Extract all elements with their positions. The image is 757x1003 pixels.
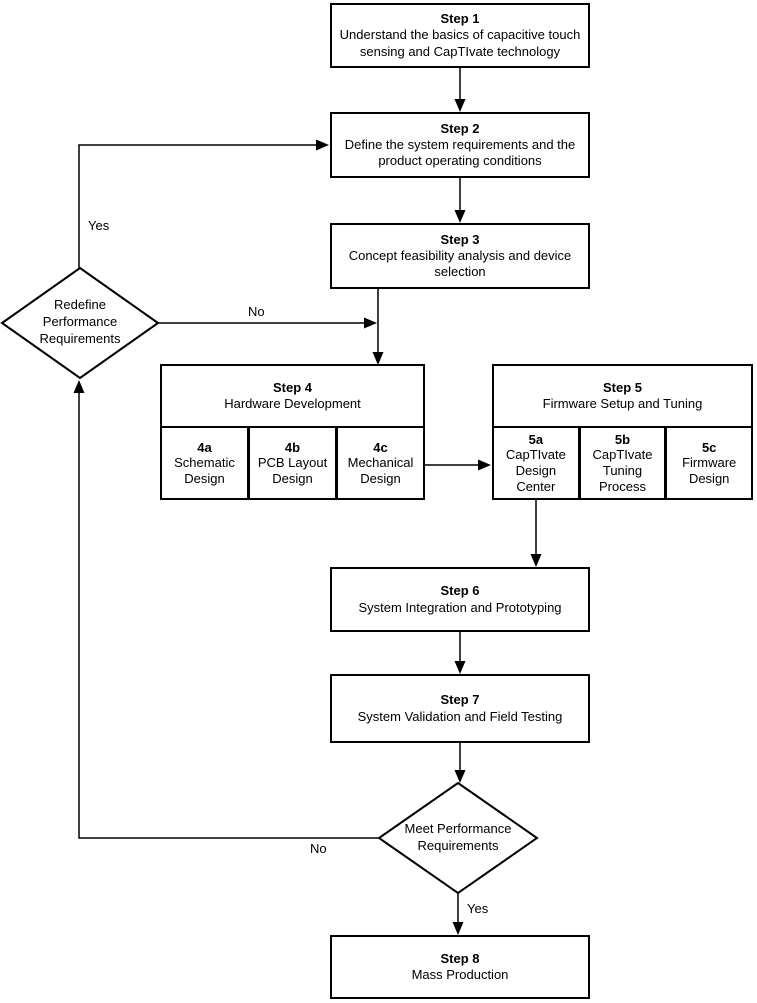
- edge-label-redefine-no: No: [248, 304, 265, 319]
- substep-4c: 4c Mechanical Design: [335, 428, 423, 498]
- step6-body: System Integration and Prototyping: [358, 599, 562, 615]
- step4-title: Step 4: [272, 379, 312, 395]
- edge-redefine-yes: [78, 139, 329, 268]
- edge-label-redefine-yes: Yes: [88, 218, 110, 233]
- step5-substeps: 5a CapTIvate Design Center 5b CapTIvate …: [494, 428, 751, 498]
- edge-step6-step7: [454, 632, 466, 674]
- step8-box: Step 8 Mass Production: [330, 935, 590, 999]
- arrowhead: [452, 922, 464, 935]
- substep-4c-label: Mechanical Design: [347, 455, 414, 486]
- step8-body: Mass Production: [411, 967, 509, 982]
- step7-title: Step 7: [440, 692, 480, 708]
- arrowhead: [364, 317, 377, 329]
- step6-title: Step 6: [440, 583, 480, 599]
- edge-step5-step6: [530, 500, 542, 567]
- substep-5a-label: CapTIvate Design Center: [505, 447, 566, 494]
- step1-body: Understand the basics of capacitive touc…: [339, 27, 581, 59]
- substep-4c-id: 4c: [373, 439, 388, 455]
- edge-meet-yes: [452, 893, 464, 935]
- decision-meet-shape: [377, 781, 539, 895]
- substep-5c: 5c Firmware Design: [664, 428, 751, 498]
- decision-redefine-label: Redefine Performance Requirements: [39, 297, 121, 346]
- edge-redefine-no: [158, 317, 377, 329]
- substep-5c-id: 5c: [701, 439, 717, 455]
- edge-label-meet-no: No: [310, 841, 327, 856]
- step2-box: Step 2 Define the system requirements an…: [330, 112, 590, 178]
- substep-5a-id: 5a: [528, 431, 544, 447]
- arrowhead: [73, 380, 85, 393]
- step4-body: Hardware Development: [224, 396, 361, 411]
- substep-4b-id: 4b: [284, 439, 301, 455]
- substep-4a: 4a Schematic Design: [162, 428, 247, 498]
- edge-step2-step3: [454, 178, 466, 223]
- substep-5a: 5a CapTIvate Design Center: [494, 428, 578, 498]
- arrowhead: [316, 139, 329, 151]
- edge-step3-step4: [372, 289, 384, 365]
- step5-title: Step 5: [602, 379, 642, 395]
- arrowhead: [454, 661, 466, 674]
- step3-title: Step 3: [440, 231, 480, 247]
- step3-body: Concept feasibility analysis and device …: [348, 247, 572, 280]
- substep-5b: 5b CapTIvate Tuning Process: [577, 428, 665, 498]
- step4-box: Step 4 Hardware Development 4a Schematic…: [160, 364, 425, 500]
- step6-box: Step 6 System Integration and Prototypin…: [330, 567, 590, 632]
- step7-box: Step 7 System Validation and Field Testi…: [330, 674, 590, 743]
- step5-header: Step 5 Firmware Setup and Tuning: [494, 366, 751, 428]
- step2-title: Step 2: [440, 120, 480, 136]
- step3-box: Step 3 Concept feasibility analysis and …: [330, 223, 590, 289]
- arrowhead: [454, 210, 466, 223]
- step4-header: Step 4 Hardware Development: [162, 366, 423, 428]
- decision-redefine-shape: [0, 266, 160, 380]
- substep-5b-label: CapTIvate Tuning Process: [592, 447, 653, 494]
- step5-box: Step 5 Firmware Setup and Tuning 5a CapT…: [492, 364, 753, 500]
- decision-meet-label: Meet Performance Requirements: [404, 821, 512, 853]
- step5-body: Firmware Setup and Tuning: [542, 396, 703, 411]
- step1-title: Step 1: [440, 11, 480, 27]
- edge-step7-meet: [454, 743, 466, 783]
- arrowhead: [530, 554, 542, 567]
- substep-4b-label: PCB Layout Design: [257, 455, 328, 486]
- step4-substeps: 4a Schematic Design 4b PCB Layout Design…: [162, 428, 423, 498]
- step7-body: System Validation and Field Testing: [357, 708, 563, 724]
- substep-5b-id: 5b: [614, 431, 631, 447]
- arrowhead: [454, 99, 466, 112]
- arrowhead: [478, 459, 491, 471]
- substep-5c-label: Firmware Design: [682, 455, 737, 486]
- edge-step1-step2: [454, 68, 466, 112]
- arrowhead: [372, 352, 384, 365]
- substep-4a-label: Schematic Design: [174, 455, 235, 486]
- step8-title: Step 8: [440, 950, 480, 966]
- edge-meet-no: [73, 380, 379, 839]
- substep-4a-id: 4a: [197, 439, 212, 455]
- arrowhead: [454, 770, 466, 783]
- step2-body: Define the system requirements and the p…: [344, 136, 576, 169]
- edge-label-meet-yes: Yes: [467, 901, 489, 916]
- edge-step4-step5: [425, 459, 491, 471]
- substep-4b: 4b PCB Layout Design: [247, 428, 335, 498]
- step1-box: Step 1 Understand the basics of capaciti…: [330, 3, 590, 68]
